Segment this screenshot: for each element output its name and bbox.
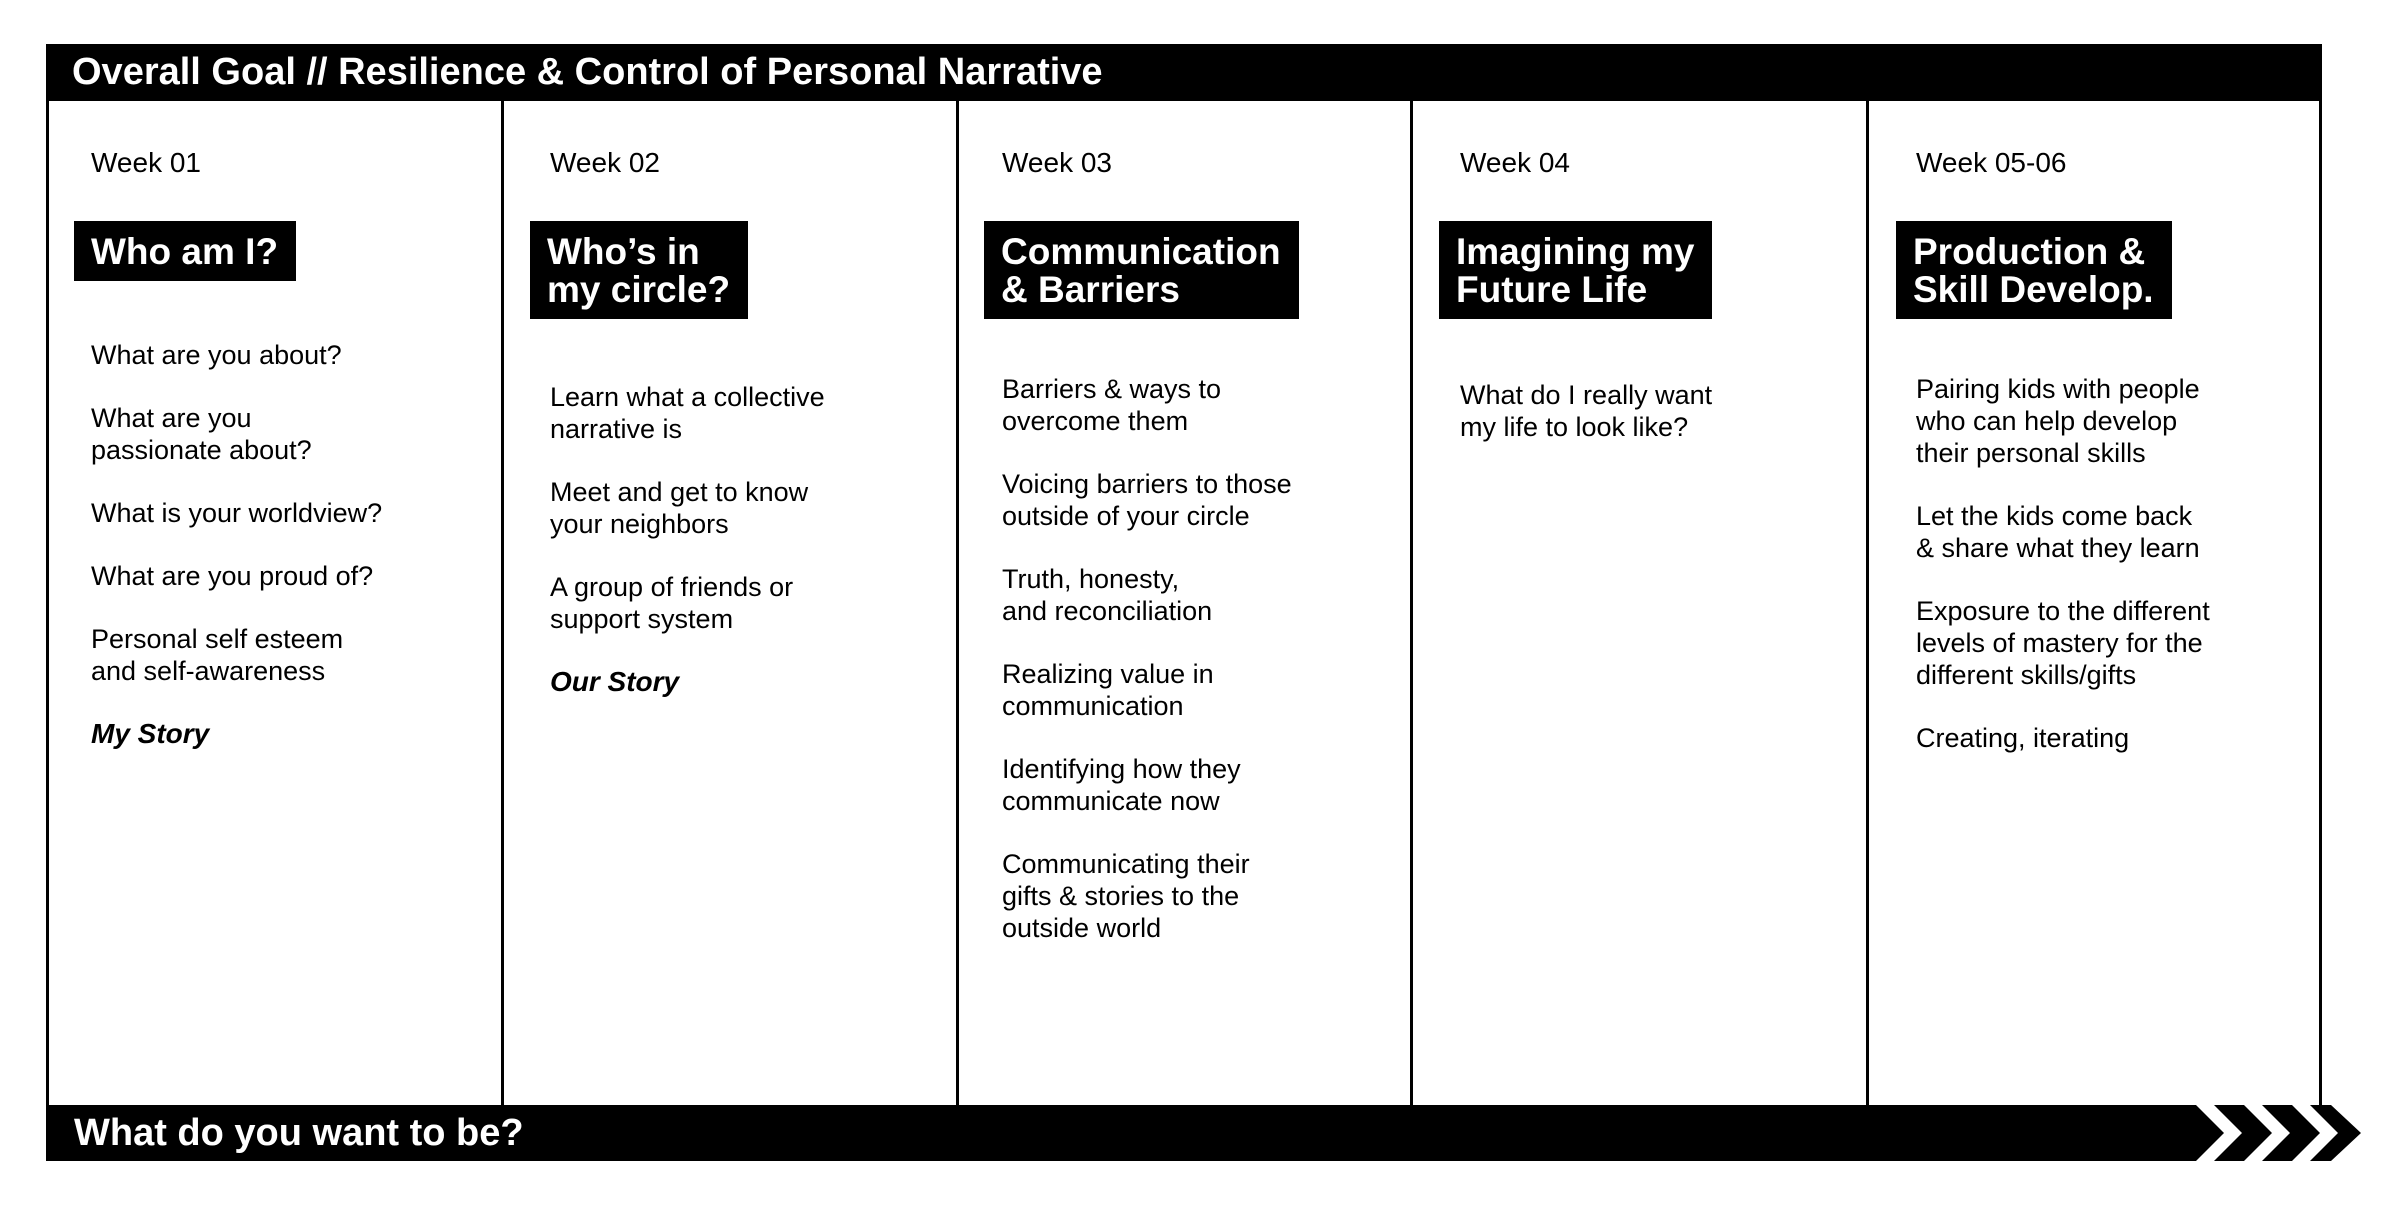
story-label: My Story [91,718,210,749]
week-title: Imagining my Future Life [1439,221,1713,319]
topic-item: Truth, honesty, and reconciliation [1002,564,1213,626]
closing-question-text: What do you want to be? [74,1112,524,1154]
banner-arrow-shape [46,1105,2361,1161]
topic-item: Learn what a collective narrative is [550,382,825,444]
topic-item: Pairing kids with people who can help de… [1916,374,2200,468]
week-topic-list: Barriers & ways to overcome them Voicing… [1002,373,1292,975]
week-title: Who am I? [74,221,297,281]
overall-goal-text: Overall Goal // Resilience & Control of … [72,51,1103,93]
week-label: Week 05-06 [1916,147,2067,178]
topic-item: What are you proud of? [91,561,374,591]
week-topic-list: Pairing kids with people who can help de… [1916,373,2210,785]
week-topic-list: Learn what a collective narrative is Mee… [550,381,825,698]
week-columns: Week 01 Who am I? What are you about? Wh… [46,101,2322,1108]
week-title: Who’s in my circle? [530,221,749,319]
topic-item: Creating, iterating [1916,723,2130,753]
week-title: Production & Skill Develop. [1896,221,2172,319]
week-label: Week 04 [1460,147,1570,178]
topic-item: Identifying how they communicate now [1002,754,1241,816]
week-topic-list: What are you about? What are you passion… [91,339,382,750]
topic-item: Realizing value in communication [1002,659,1214,721]
week-title: Communication & Barriers [984,221,1299,319]
story-label: Our Story [550,666,680,697]
week-column-04: Week 04 Imagining my Future Life What do… [1413,101,1869,1108]
week-label: Week 03 [1002,147,1112,178]
topic-item: What are you passionate about? [91,403,312,465]
topic-item: Meet and get to know your neighbors [550,477,809,539]
week-column-03: Week 03 Communication & Barriers Barrier… [959,101,1413,1108]
overall-goal-banner: Overall Goal // Resilience & Control of … [46,44,2322,101]
topic-item: Let the kids come back & share what they… [1916,501,2200,563]
chevron-arrows-icon [2166,1105,2361,1161]
week-label: Week 01 [91,147,201,178]
week-topic-list: What do I really want my life to look li… [1460,379,1712,474]
topic-item: What are you about? [91,340,342,370]
topic-item: Voicing barriers to those outside of you… [1002,469,1292,531]
topic-item: Personal self esteem and self-awareness [91,624,344,686]
topic-item: Exposure to the different levels of mast… [1916,596,2210,690]
week-column-02: Week 02 Who’s in my circle? Learn what a… [504,101,959,1108]
topic-item: Barriers & ways to overcome them [1002,374,1222,436]
week-column-05-06: Week 05-06 Production & Skill Develop. P… [1869,101,2319,1108]
topic-item: Communicating their gifts & stories to t… [1002,849,1250,943]
week-column-01: Week 01 Who am I? What are you about? Wh… [49,101,504,1108]
topic-item: What is your worldview? [91,498,383,528]
closing-question-banner: What do you want to be? [46,1105,2361,1161]
topic-item: A group of friends or support system [550,572,794,634]
topic-item: What do I really want my life to look li… [1460,380,1713,442]
week-label: Week 02 [550,147,660,178]
curriculum-diagram: Overall Goal // Resilience & Control of … [46,44,2361,1161]
